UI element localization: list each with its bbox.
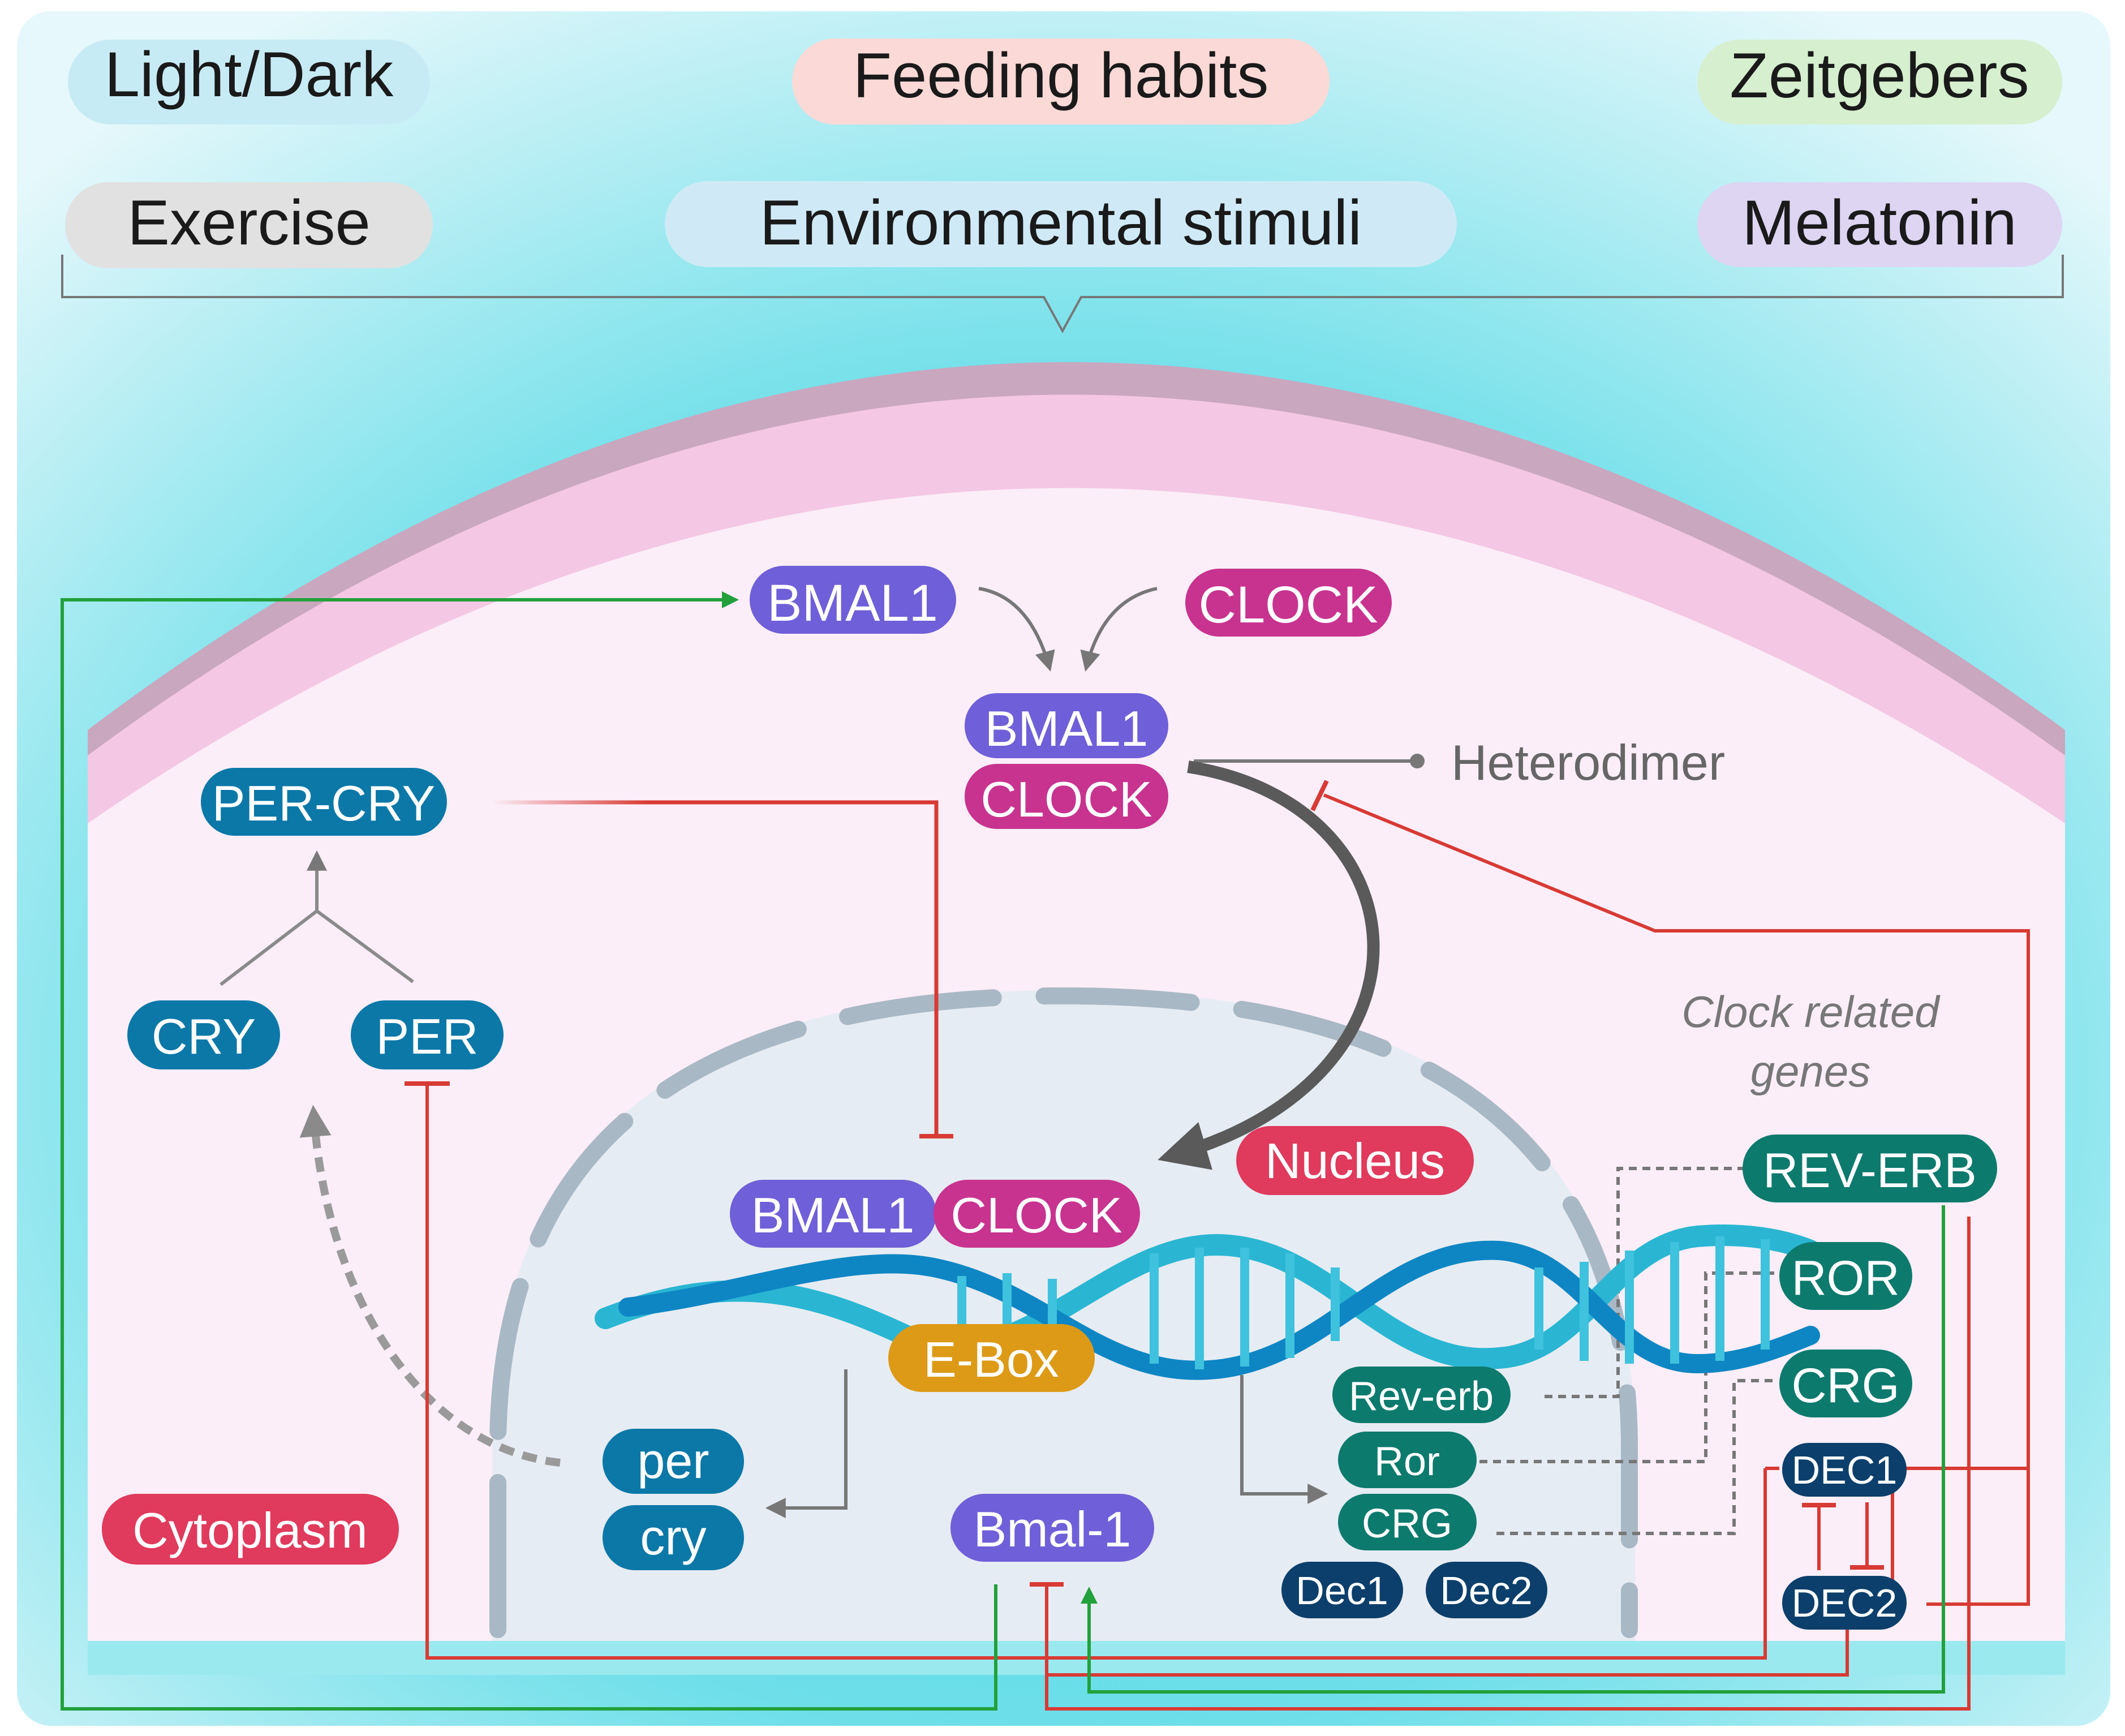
dec2-protein: DEC2 bbox=[1782, 1576, 1907, 1630]
crg-gene: CRG bbox=[1338, 1494, 1477, 1550]
feeding-label: Feeding habits bbox=[853, 40, 1269, 111]
per-cry-inhibition-line bbox=[492, 800, 939, 1136]
dec-to-per-inhibition bbox=[425, 1084, 1767, 1660]
bmal1-clock-dimer: BMAL1 CLOCK bbox=[965, 693, 1168, 829]
clock-protein: CLOCK bbox=[1185, 569, 1392, 637]
zeitgeber-light-dark: Light/Dark bbox=[68, 39, 430, 124]
dec1-gene: Dec1 bbox=[1281, 1562, 1403, 1618]
clock-related-title-line1: Clock related bbox=[1681, 987, 1941, 1037]
ebox-to-clock-genes-arrow bbox=[1240, 1375, 1328, 1504]
crg-protein-label: CRG bbox=[1791, 1359, 1899, 1413]
clock-related-title-line2: genes bbox=[1750, 1046, 1871, 1096]
nucleus-label-pill: Nucleus bbox=[1236, 1126, 1474, 1195]
bmal1-protein-label: BMAL1 bbox=[767, 574, 938, 632]
zeitgeber-bracket bbox=[61, 255, 2064, 334]
nuclear-envelope bbox=[489, 987, 1638, 1638]
per-protein: PER bbox=[351, 1000, 504, 1069]
nuclear-bmal1-clock: BMAL1 CLOCK bbox=[730, 1180, 1140, 1248]
e-box: E-Box bbox=[888, 1324, 1095, 1392]
exercise-label: Exercise bbox=[127, 187, 370, 258]
ror-protein: ROR bbox=[1779, 1242, 1912, 1310]
per-cry-translation-arrow bbox=[299, 1105, 561, 1467]
cry-protein: CRY bbox=[127, 1000, 280, 1069]
dec1-protein-label: DEC1 bbox=[1792, 1448, 1898, 1492]
zeitgebers-label: Zeitgebers bbox=[1730, 40, 2029, 111]
nuclear-bmal1-label: BMAL1 bbox=[751, 1187, 915, 1243]
dimer-clock-label: CLOCK bbox=[980, 771, 1152, 827]
cry-gene: cry bbox=[603, 1505, 744, 1570]
ror-to-bmal1-activation bbox=[1081, 1205, 1945, 1694]
crg-protein: CRG bbox=[1779, 1350, 1912, 1417]
per-cry-complex: PER-CRY bbox=[201, 768, 447, 836]
zeitgeber-exercise: Exercise bbox=[65, 182, 433, 268]
cytoplasm-label: Cytoplasm bbox=[132, 1502, 368, 1558]
rev-erb-gene-label: Rev-erb bbox=[1349, 1374, 1494, 1419]
zeitgeber-zeitgebers: Zeitgebers bbox=[1697, 40, 2062, 124]
ror-gene: Ror bbox=[1338, 1432, 1477, 1488]
per-gene-label: per bbox=[637, 1433, 709, 1489]
per-protein-label: PER bbox=[376, 1008, 479, 1064]
ror-gene-label: Ror bbox=[1374, 1439, 1440, 1484]
env-stimuli-label: Environmental stimuli bbox=[760, 187, 1362, 258]
light-dark-label: Light/Dark bbox=[105, 39, 394, 110]
cry-protein-label: CRY bbox=[152, 1008, 256, 1064]
dec2-gene: Dec2 bbox=[1426, 1562, 1547, 1618]
dec2-gene-label: Dec2 bbox=[1440, 1569, 1532, 1613]
dec1-protein: DEC1 bbox=[1782, 1443, 1907, 1497]
ror-protein-label: ROR bbox=[1791, 1251, 1899, 1305]
heterodimer-label: Heterodimer bbox=[1451, 734, 1725, 790]
dec1-gene-label: Dec1 bbox=[1296, 1569, 1388, 1613]
per-cry-label: PER-CRY bbox=[212, 775, 435, 831]
bmal1-gene-label: Bmal-1 bbox=[974, 1501, 1132, 1557]
dec2-protein-label: DEC2 bbox=[1792, 1581, 1898, 1625]
bmal1-translation-loop bbox=[61, 591, 997, 1711]
heterodimer-inhibition-bar bbox=[1310, 780, 1329, 811]
ror-gene-to-protein bbox=[1479, 1271, 1776, 1463]
zeitgeber-melatonin: Melatonin bbox=[1697, 182, 2062, 267]
bmal1-protein: BMAL1 bbox=[750, 566, 956, 634]
zeitgeber-feeding: Feeding habits bbox=[792, 38, 1330, 124]
cytoplasm-label-pill: Cytoplasm bbox=[102, 1494, 399, 1565]
dna-helix bbox=[595, 1224, 1821, 1380]
dimer-bmal1-label: BMAL1 bbox=[985, 701, 1148, 757]
e-box-label: E-Box bbox=[923, 1331, 1059, 1387]
crg-gene-label: CRG bbox=[1362, 1501, 1452, 1546]
crg-gene-to-protein bbox=[1496, 1379, 1776, 1535]
zeitgeber-env-stimuli: Environmental stimuli bbox=[665, 181, 1457, 267]
ebox-to-per-cry-arrow bbox=[765, 1369, 848, 1518]
clock-to-dimer-arrow bbox=[1080, 587, 1158, 672]
clock-protein-label: CLOCK bbox=[1199, 576, 1378, 634]
rev-erb-protein-label: REV-ERB bbox=[1763, 1144, 1977, 1198]
rev-erb-gene: Rev-erb bbox=[1332, 1367, 1511, 1423]
per-gene: per bbox=[603, 1429, 744, 1494]
bmal1-gene: Bmal-1 bbox=[950, 1494, 1154, 1562]
rev-erb-protein: REV-ERB bbox=[1743, 1135, 1997, 1202]
cry-gene-label: cry bbox=[640, 1509, 706, 1565]
nuclear-clock-label: CLOCK bbox=[950, 1187, 1122, 1243]
bmal1-to-dimer-arrow bbox=[978, 587, 1055, 672]
melatonin-label: Melatonin bbox=[1742, 187, 2017, 258]
heterodimer-dot bbox=[1410, 754, 1425, 768]
nucleus-label: Nucleus bbox=[1265, 1133, 1445, 1189]
dec2-inhibition-line bbox=[1926, 1468, 2030, 1606]
rev-erb-to-bmal1-line bbox=[1045, 1217, 1971, 1711]
dimer-to-nucleus-arrow bbox=[1158, 760, 1380, 1170]
dec2-to-bmal1-inhibition bbox=[1045, 1584, 1849, 1677]
